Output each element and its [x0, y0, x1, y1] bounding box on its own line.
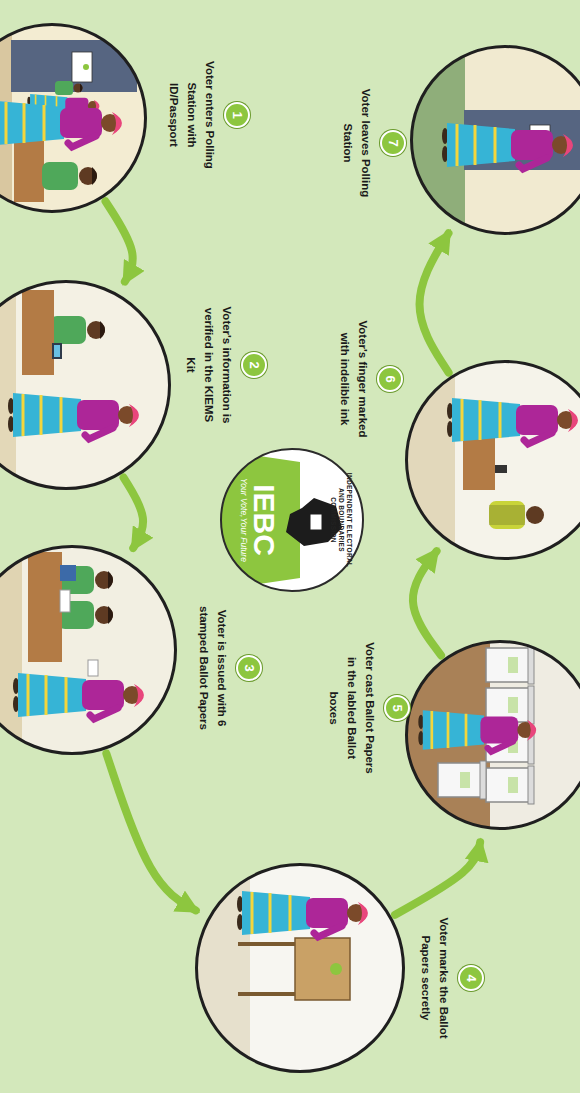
flow-arrow [124, 478, 144, 548]
step-caption: Voter is issued with 6 stamped Ballot Pa… [198, 606, 228, 730]
flow-arrow [420, 233, 449, 372]
step-label: 7 Voter leaves Polling Station [340, 77, 406, 209]
logo-circle: INDEPENDENT ELECTORAL AND BOUNDARIES COM… [220, 448, 364, 592]
step-number: 6 [377, 366, 403, 392]
step-circle: 2Voter's information is verified in the … [0, 280, 171, 490]
step-label: 2 Voter's information is verified in the … [183, 299, 267, 431]
step-label: 3 Voter is issued with 6 stamped Ballot P… [196, 602, 262, 734]
step-number: 3 [236, 655, 262, 681]
logo-content: INDEPENDENT ELECTORAL AND BOUNDARIES COM… [222, 450, 362, 590]
step-label: 6 Voter's finger marked with indelible in… [337, 313, 403, 445]
step-caption: Voter cast Ballot Papers in the labled B… [328, 642, 376, 773]
logo-slogan: Your Vote,Your Future [239, 478, 249, 562]
step-number: 4 [458, 965, 484, 991]
step-label: 1 Voter enters Polling Station with ID/Pa… [166, 49, 250, 181]
step-caption: Voter's information is verified in the K… [185, 307, 233, 424]
step-label: 4 Voter marks the Ballot Papers secretly [418, 912, 484, 1044]
flow-arrow [106, 753, 196, 910]
logo-acronym: IEBC [249, 484, 279, 556]
step-caption: Voter leaves Polling Station [342, 89, 372, 197]
step-number: 5 [384, 695, 410, 721]
step-circle: 1Voter enters Polling Station with ID/Pa… [0, 23, 147, 213]
step-number: 2 [241, 352, 267, 378]
step-circle: 4Voter marks the Ballot Papers secretly [195, 863, 405, 1073]
step-caption: Voter's finger marked with indelible ink [339, 321, 369, 438]
step-circle: 3Voter is issued with 6 stamped Ballot P… [0, 545, 177, 755]
flow-arrow [106, 201, 133, 281]
flow-arrow [413, 551, 441, 655]
step-circle: 6Voter's finger marked with indelible in… [405, 360, 580, 560]
step-circle: 7Voter leaves Polling Station [410, 45, 580, 235]
step-label: 5 Voter cast Ballot Papers in the labled … [326, 642, 410, 774]
logo-ring-text: INDEPENDENT ELECTORAL AND BOUNDARIES COM… [329, 468, 353, 572]
step-caption: Voter enters Polling Station with ID/Pas… [168, 61, 216, 169]
step-caption: Voter marks the Ballot Papers secretly [420, 917, 450, 1038]
step-number: 1 [224, 102, 250, 128]
step-number: 7 [380, 130, 406, 156]
flow-arrow [395, 842, 480, 915]
step-circle: 5Voter cast Ballot Papers in the labled … [405, 640, 580, 830]
